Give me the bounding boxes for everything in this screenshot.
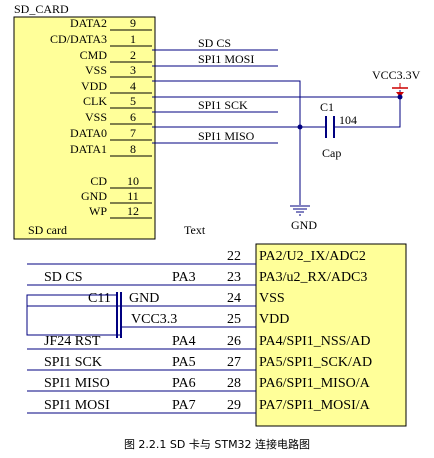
wire-cap-right: [334, 97, 401, 128]
wires: [152, 49, 401, 205]
sd-pin-name: VDD: [81, 79, 107, 93]
vcc-symbol: VCC3.3V: [372, 68, 421, 97]
sd-pin-number: 10: [127, 174, 139, 188]
sd-pin-name: DATA2: [70, 16, 107, 30]
sd-pin-number: 7: [130, 126, 136, 140]
stm-signal-label: JF24 RST: [44, 334, 101, 349]
stm-signal-label: SPI1 MOSI: [44, 398, 110, 413]
stm-port-label: VCC3.3: [131, 312, 177, 327]
wire-vdd: [152, 90, 401, 98]
vcc-label: VCC3.3V: [372, 68, 421, 82]
stm-port-label: PA7: [172, 398, 196, 413]
net-miso: SPI1 MISO: [198, 129, 255, 143]
sd-card-label: SD card: [28, 223, 67, 237]
cap-ref: C1: [320, 100, 334, 114]
stm-pin-number: 25: [227, 312, 241, 327]
stm-signal-label: SPI1 MISO: [44, 376, 110, 391]
stm-port-label: PA6: [172, 376, 196, 391]
sd-pin-number: 5: [130, 94, 136, 108]
sd-pin-number: 3: [130, 63, 136, 77]
sd-pin-number: 1: [130, 32, 136, 46]
sd-text-label: Text: [184, 223, 206, 237]
stm-pin-function: PA3/u2_RX/ADC3: [259, 270, 367, 285]
sd-card-title: SD_CARD: [14, 2, 69, 16]
stm-pin-function: PA7/SPI1_MOSI/A: [259, 398, 371, 413]
stm-port-label: GND: [129, 291, 159, 306]
sd-pin-number: 4: [130, 79, 136, 93]
capacitor-c1: C1 104 Cap: [320, 100, 357, 160]
sd-pin-name: CLK: [83, 94, 107, 108]
stm-pin-function: PA4/SPI1_NSS/AD: [259, 334, 371, 349]
stm-signal-label: SD CS: [44, 270, 83, 285]
capacitor-c11: [26, 292, 122, 338]
sd-pin-number: 12: [127, 204, 139, 218]
stm-pin-function: VSS: [259, 291, 285, 306]
sd-pin-name: CMD: [80, 48, 108, 62]
stm-pin-number: 26: [227, 334, 241, 349]
stm-pin-number: 29: [227, 398, 241, 413]
sd-pin-name: CD: [90, 174, 107, 188]
stm-pin-number: 23: [227, 270, 241, 285]
net-sd-cs: SD CS: [198, 36, 231, 50]
net-sck: SPI1 SCK: [198, 98, 248, 112]
stm-pin-number: 24: [227, 291, 241, 306]
gnd-label: GND: [291, 218, 317, 232]
stm-pin-number: 22: [227, 249, 241, 264]
stm-pin-function: PA6/SPI1_MISO/A: [259, 376, 371, 391]
stm-port-label: PA5: [172, 355, 196, 370]
figure-caption: 图 2.2.1 SD 卡与 STM32 连接电路图: [123, 438, 311, 451]
stm-port-label: PA3: [172, 270, 196, 285]
sd-pin-name: CD/DATA3: [50, 32, 107, 46]
sd-pin-name: VSS: [85, 63, 107, 77]
cap-type: Cap: [322, 146, 341, 160]
stm-signal-label: SPI1 SCK: [44, 355, 102, 370]
sd-card-body: [13, 16, 156, 240]
junction-dot: [397, 94, 403, 100]
stm-signal-label: C11: [88, 291, 111, 306]
wire-vss3: [152, 80, 301, 205]
sd-pin-number: 8: [130, 142, 136, 156]
sd-pin-number: 6: [130, 110, 136, 124]
sd-pin-name: GND: [81, 189, 107, 203]
sd-pin-number: 11: [127, 189, 139, 203]
sd-pin-name: VSS: [85, 110, 107, 124]
sd-pin-number: 9: [130, 16, 136, 30]
stm32-pin-rows: 22 PA2/U2_IX/ADC2 23 PA3/u2_RX/ADC3 SD CS PA3…: [27, 249, 372, 414]
junction-dot: [297, 124, 303, 130]
sd-pin-name: DATA0: [70, 126, 107, 140]
stm32-chip-body: [255, 243, 407, 427]
stm-pin-number: 28: [227, 376, 241, 391]
sd-pin-name: WP: [89, 204, 107, 218]
sd-pin-number: 2: [130, 48, 136, 62]
stm-port-label: PA4: [172, 334, 196, 349]
stm-pin-number: 27: [227, 355, 241, 370]
stm-pin-function: PA2/U2_IX/ADC2: [259, 249, 366, 264]
net-mosi: SPI1 MOSI: [198, 52, 254, 66]
gnd-symbol: [290, 205, 310, 216]
sd-pin-name: DATA1: [70, 142, 107, 156]
stm-pin-function: VDD: [259, 312, 289, 327]
stm-pin-function: PA5/SPI1_SCK/AD: [259, 355, 372, 370]
cap-value: 104: [339, 113, 357, 127]
